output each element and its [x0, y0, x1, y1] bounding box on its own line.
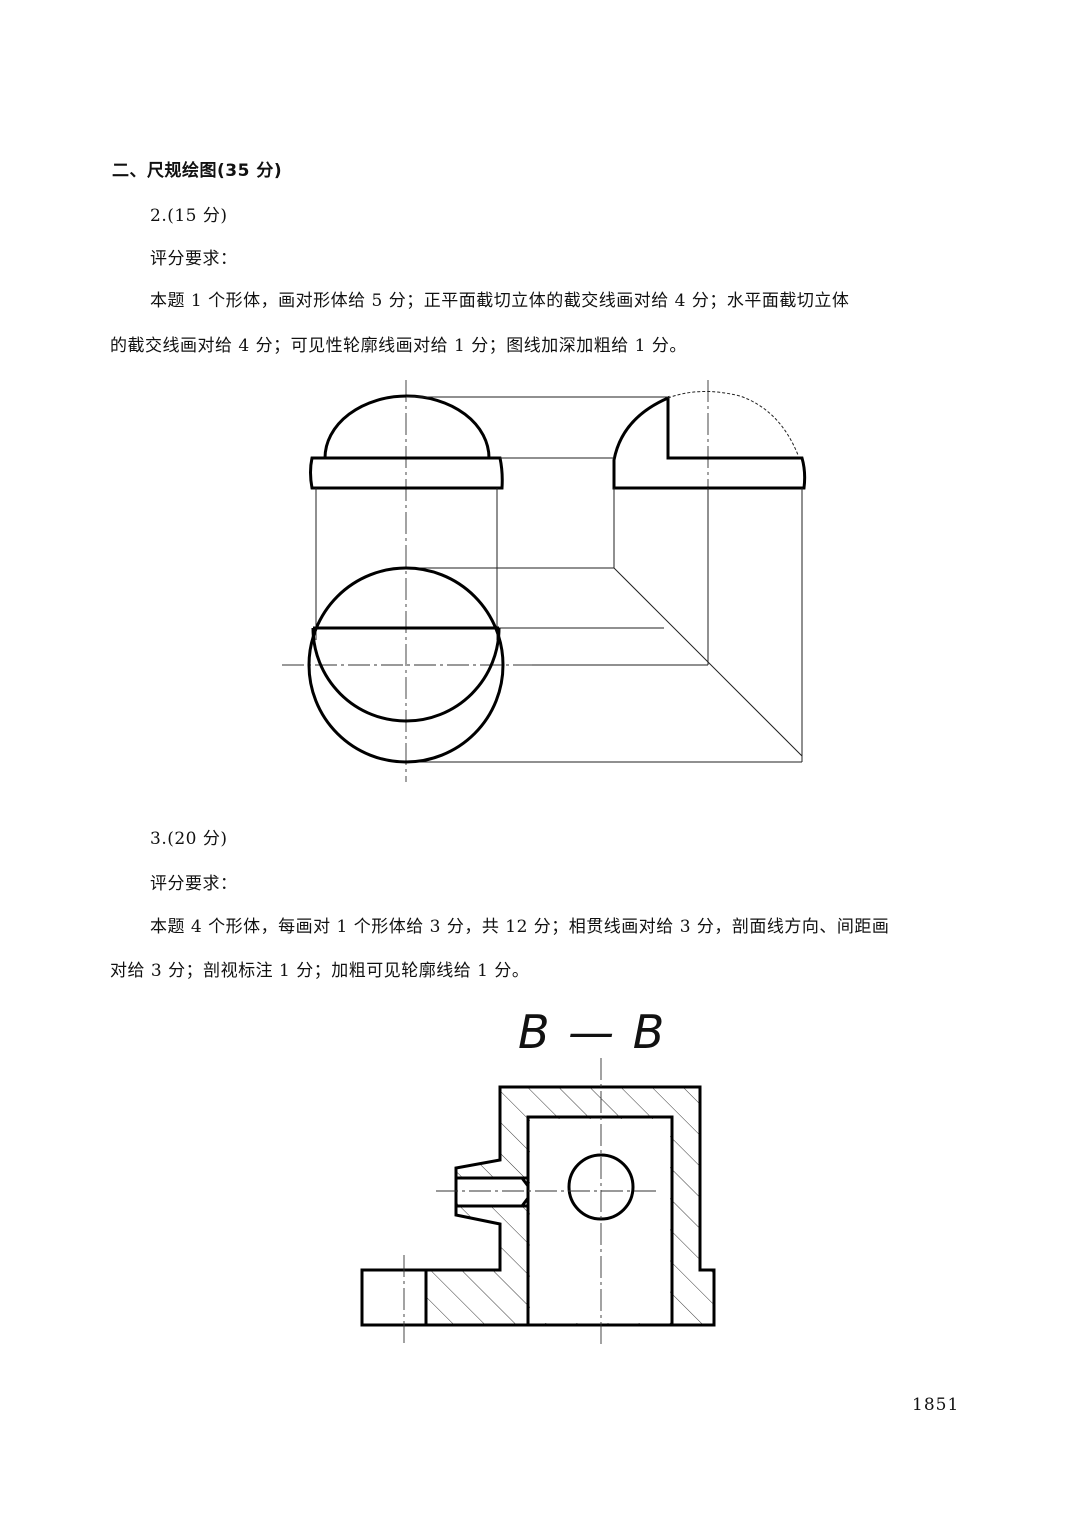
- page-number: 1851: [912, 1395, 960, 1415]
- q3-text-line2: 对给 3 分；剖视标注 1 分；加粗可见轮廓线给 1 分。: [110, 961, 530, 981]
- q2-text-line1: 本题 1 个形体，画对形体给 5 分；正平面截切立体的截交线画对给 4 分；水平…: [150, 291, 850, 311]
- q2-label: 2.(15 分): [150, 206, 228, 226]
- q3-requirements-label: 评分要求：: [150, 874, 238, 894]
- q3-text-line1: 本题 4 个形体，每画对 1 个形体给 3 分，共 12 分；相贯线画对给 3 …: [150, 917, 890, 937]
- section-view-label: B — B: [518, 1005, 667, 1059]
- q3-label: 3.(20 分): [150, 829, 228, 849]
- q2-text-line2: 的截交线画对给 4 分；可见性轮廓线画对给 1 分；图线加深加粗给 1 分。: [110, 336, 687, 356]
- q2-requirements-label: 评分要求：: [150, 249, 238, 269]
- section-title: 二、尺规绘图(35 分): [112, 161, 283, 181]
